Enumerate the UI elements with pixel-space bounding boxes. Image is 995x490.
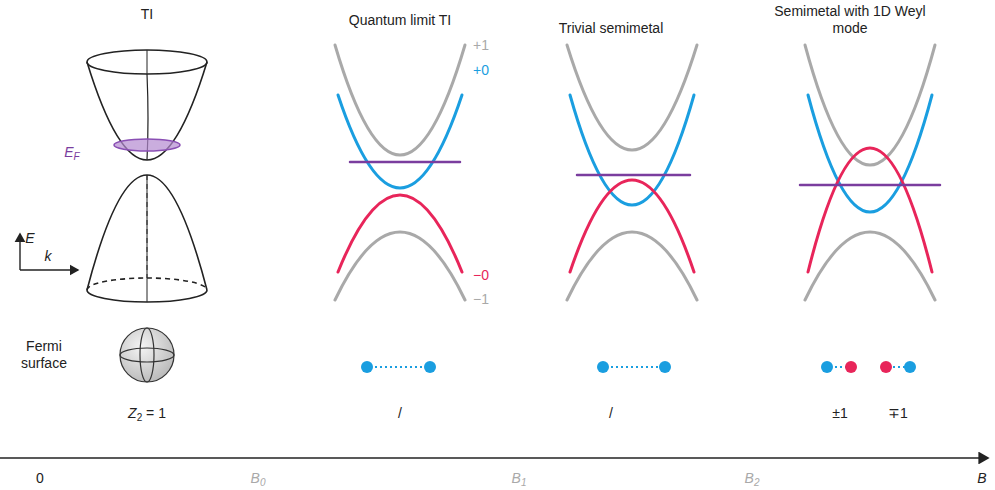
- landau-index: +1: [473, 37, 489, 54]
- invariant-label: /: [609, 405, 613, 422]
- axis-tick: B2: [745, 470, 760, 487]
- band-curve: [808, 148, 932, 272]
- invariant-label: ∓1: [888, 405, 908, 422]
- panel-title: Semimetal with 1D Weyl mode: [760, 3, 940, 37]
- band-curve: [567, 232, 697, 300]
- invariant-label: /: [398, 405, 402, 422]
- band-curve: [567, 45, 697, 150]
- axis-tick: 0: [36, 470, 44, 487]
- axis-label: E: [25, 230, 34, 247]
- fermi-point: [424, 361, 436, 373]
- fermi-energy-label: EF: [64, 144, 79, 161]
- row-label: Fermi surface: [14, 338, 74, 372]
- panel-title: Trivial semimetal: [559, 20, 664, 37]
- fermi-sphere: [120, 328, 174, 382]
- fermi-point: [597, 361, 609, 373]
- dotted-link: [370, 366, 426, 368]
- fermi-level: [350, 161, 460, 164]
- invariant-label: Z2 = 1: [128, 405, 166, 422]
- band-curve: [808, 95, 932, 212]
- fermi-level: [800, 184, 940, 187]
- landau-index: +0: [473, 62, 489, 79]
- fermi-point: [821, 361, 833, 373]
- band-curve: [570, 95, 694, 205]
- fermi-point: [904, 361, 916, 373]
- panel-title: TI: [141, 6, 153, 23]
- axis-label: k: [45, 248, 52, 265]
- invariant-label: ±1: [832, 405, 847, 422]
- fermi-point: [880, 361, 892, 373]
- fermi-level: [577, 174, 690, 177]
- axis-label: B: [977, 470, 986, 487]
- axis-tick: B1: [512, 470, 527, 487]
- fermi-point: [659, 361, 671, 373]
- dotted-link: [606, 366, 662, 368]
- landau-index: −1: [473, 291, 489, 308]
- band-curve: [805, 232, 935, 300]
- fermi-points: [361, 361, 916, 373]
- fermi-point: [845, 361, 857, 373]
- landau-index: −0: [473, 267, 489, 284]
- ti-cones: [87, 50, 207, 302]
- axis-tick: B0: [251, 470, 266, 487]
- band-curves: [335, 45, 940, 300]
- band-curve: [338, 95, 462, 188]
- band-curve: [335, 232, 465, 300]
- panel-title: Quantum limit TI: [345, 12, 455, 29]
- band-curve: [570, 180, 694, 272]
- fermi-point: [361, 361, 373, 373]
- field-axis: [0, 457, 988, 459]
